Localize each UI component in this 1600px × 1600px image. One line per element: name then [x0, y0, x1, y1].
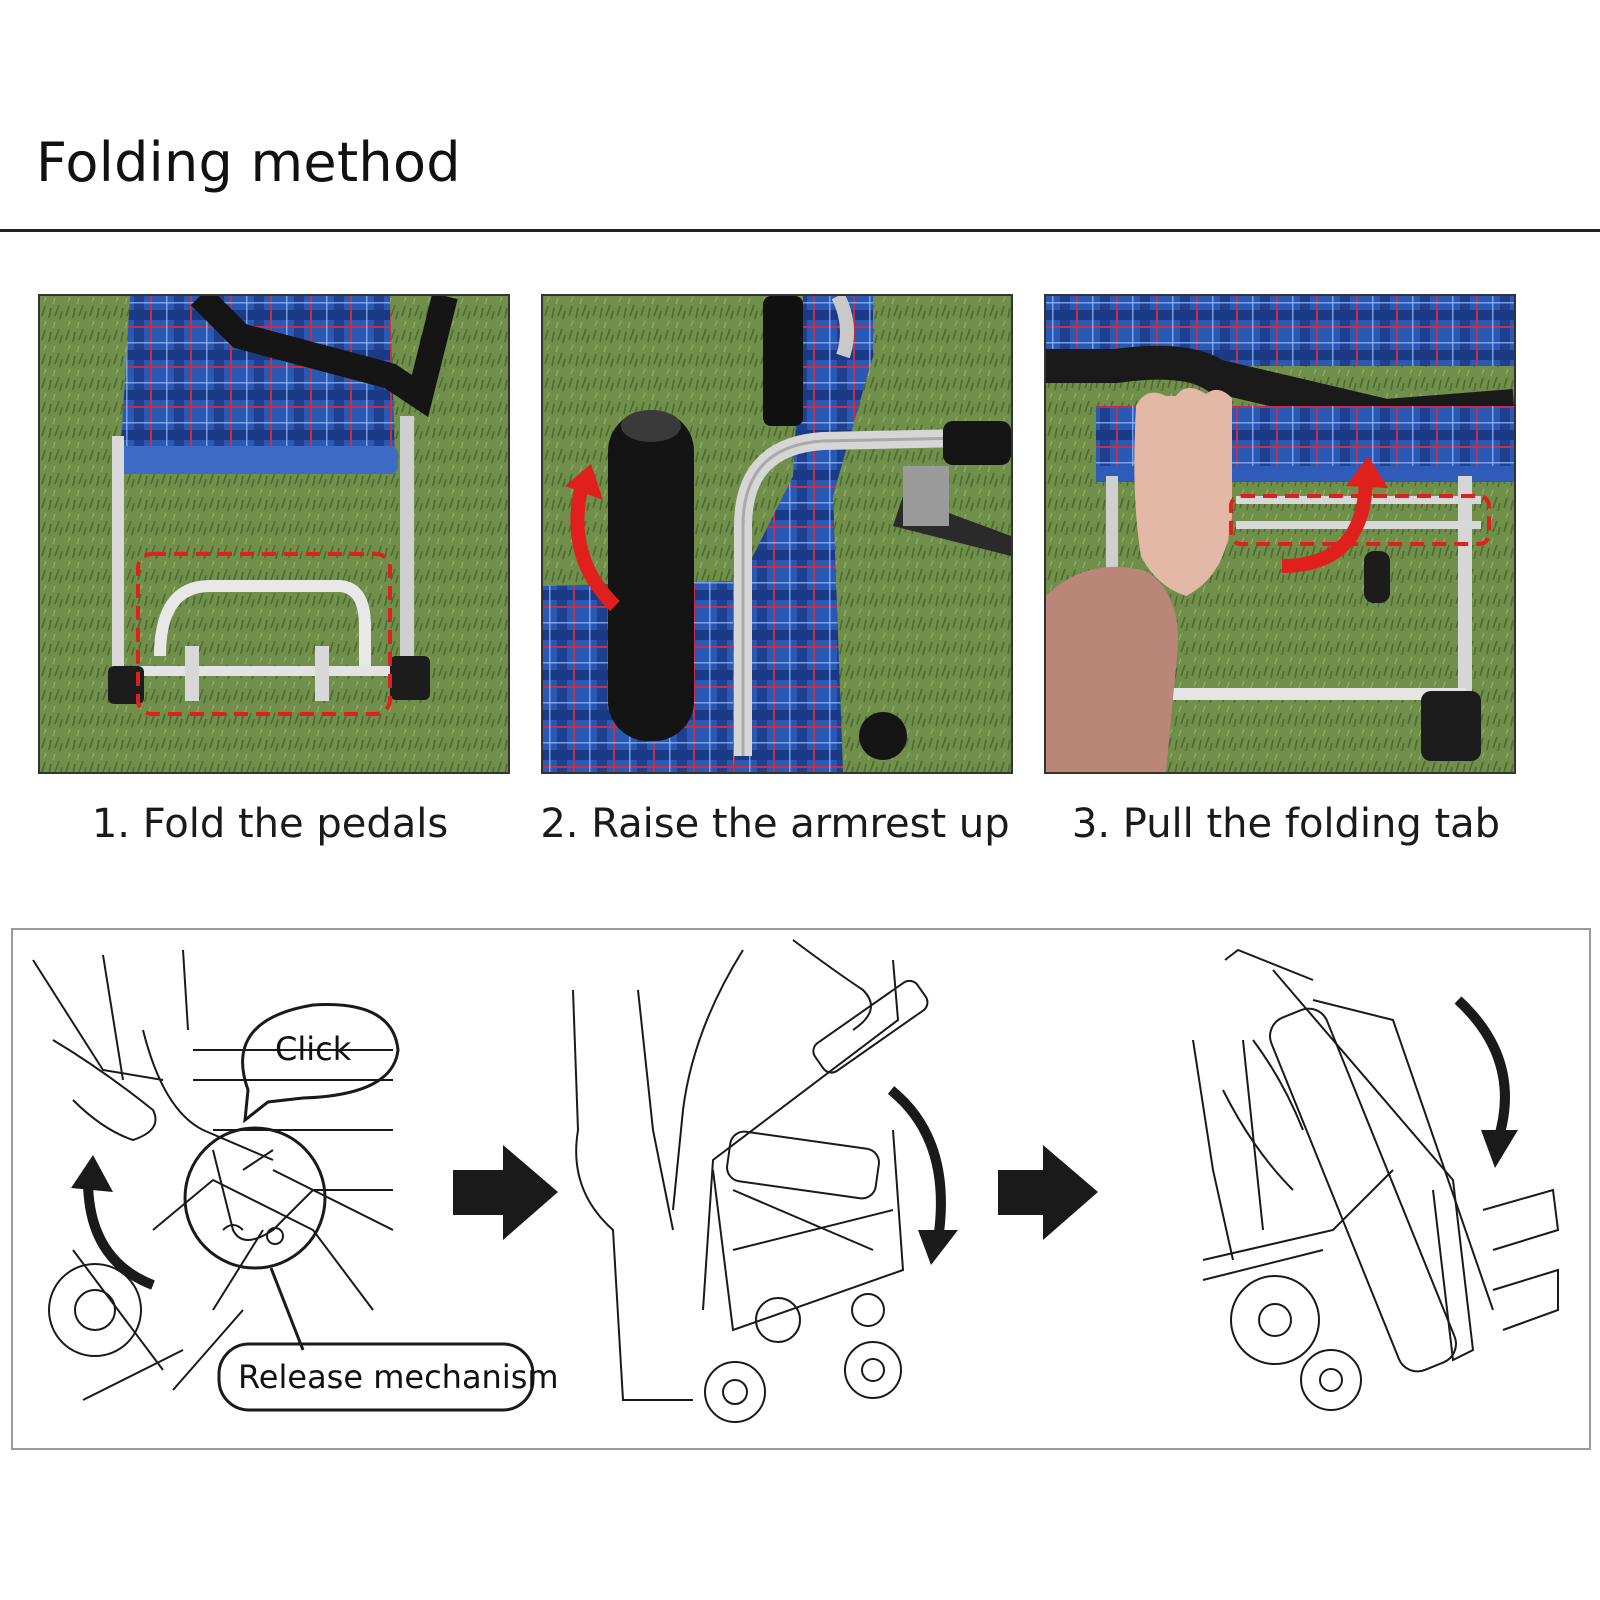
magnifier-circle: [183, 1126, 327, 1270]
diagram-panel-2: [572, 939, 929, 1423]
step-3-caption: 3. Pull the folding tab: [1071, 801, 1501, 847]
step-1-illustration: [40, 296, 508, 772]
flow-arrows: [453, 1145, 1098, 1240]
step-3-photo: [1044, 294, 1516, 774]
diagram-panel-3: [1192, 948, 1560, 1411]
step-2-illustration: [543, 296, 1011, 772]
flow-arrow-2: [998, 1145, 1098, 1240]
step-1-photo: [38, 294, 510, 774]
page-title: Folding method: [36, 131, 461, 194]
click-label: Click: [275, 1030, 352, 1068]
release-label-box: [217, 1342, 535, 1412]
release-mechanism-label: Release mechanism: [238, 1358, 559, 1396]
diagram-panel-1: [32, 949, 394, 1401]
flow-arrow-1: [453, 1145, 558, 1240]
title-divider: [0, 229, 1600, 232]
step-2-caption: 2. Raise the armrest up: [540, 801, 1010, 847]
step-2-photo: [541, 294, 1013, 774]
folding-diagram: Click Release mechanism: [11, 928, 1591, 1450]
step-1-caption: 1. Fold the pedals: [91, 801, 449, 847]
step-3-illustration: [1046, 296, 1514, 772]
folding-diagram-art: Click Release mechanism: [32, 939, 1560, 1423]
click-bubble: [241, 1003, 400, 1124]
